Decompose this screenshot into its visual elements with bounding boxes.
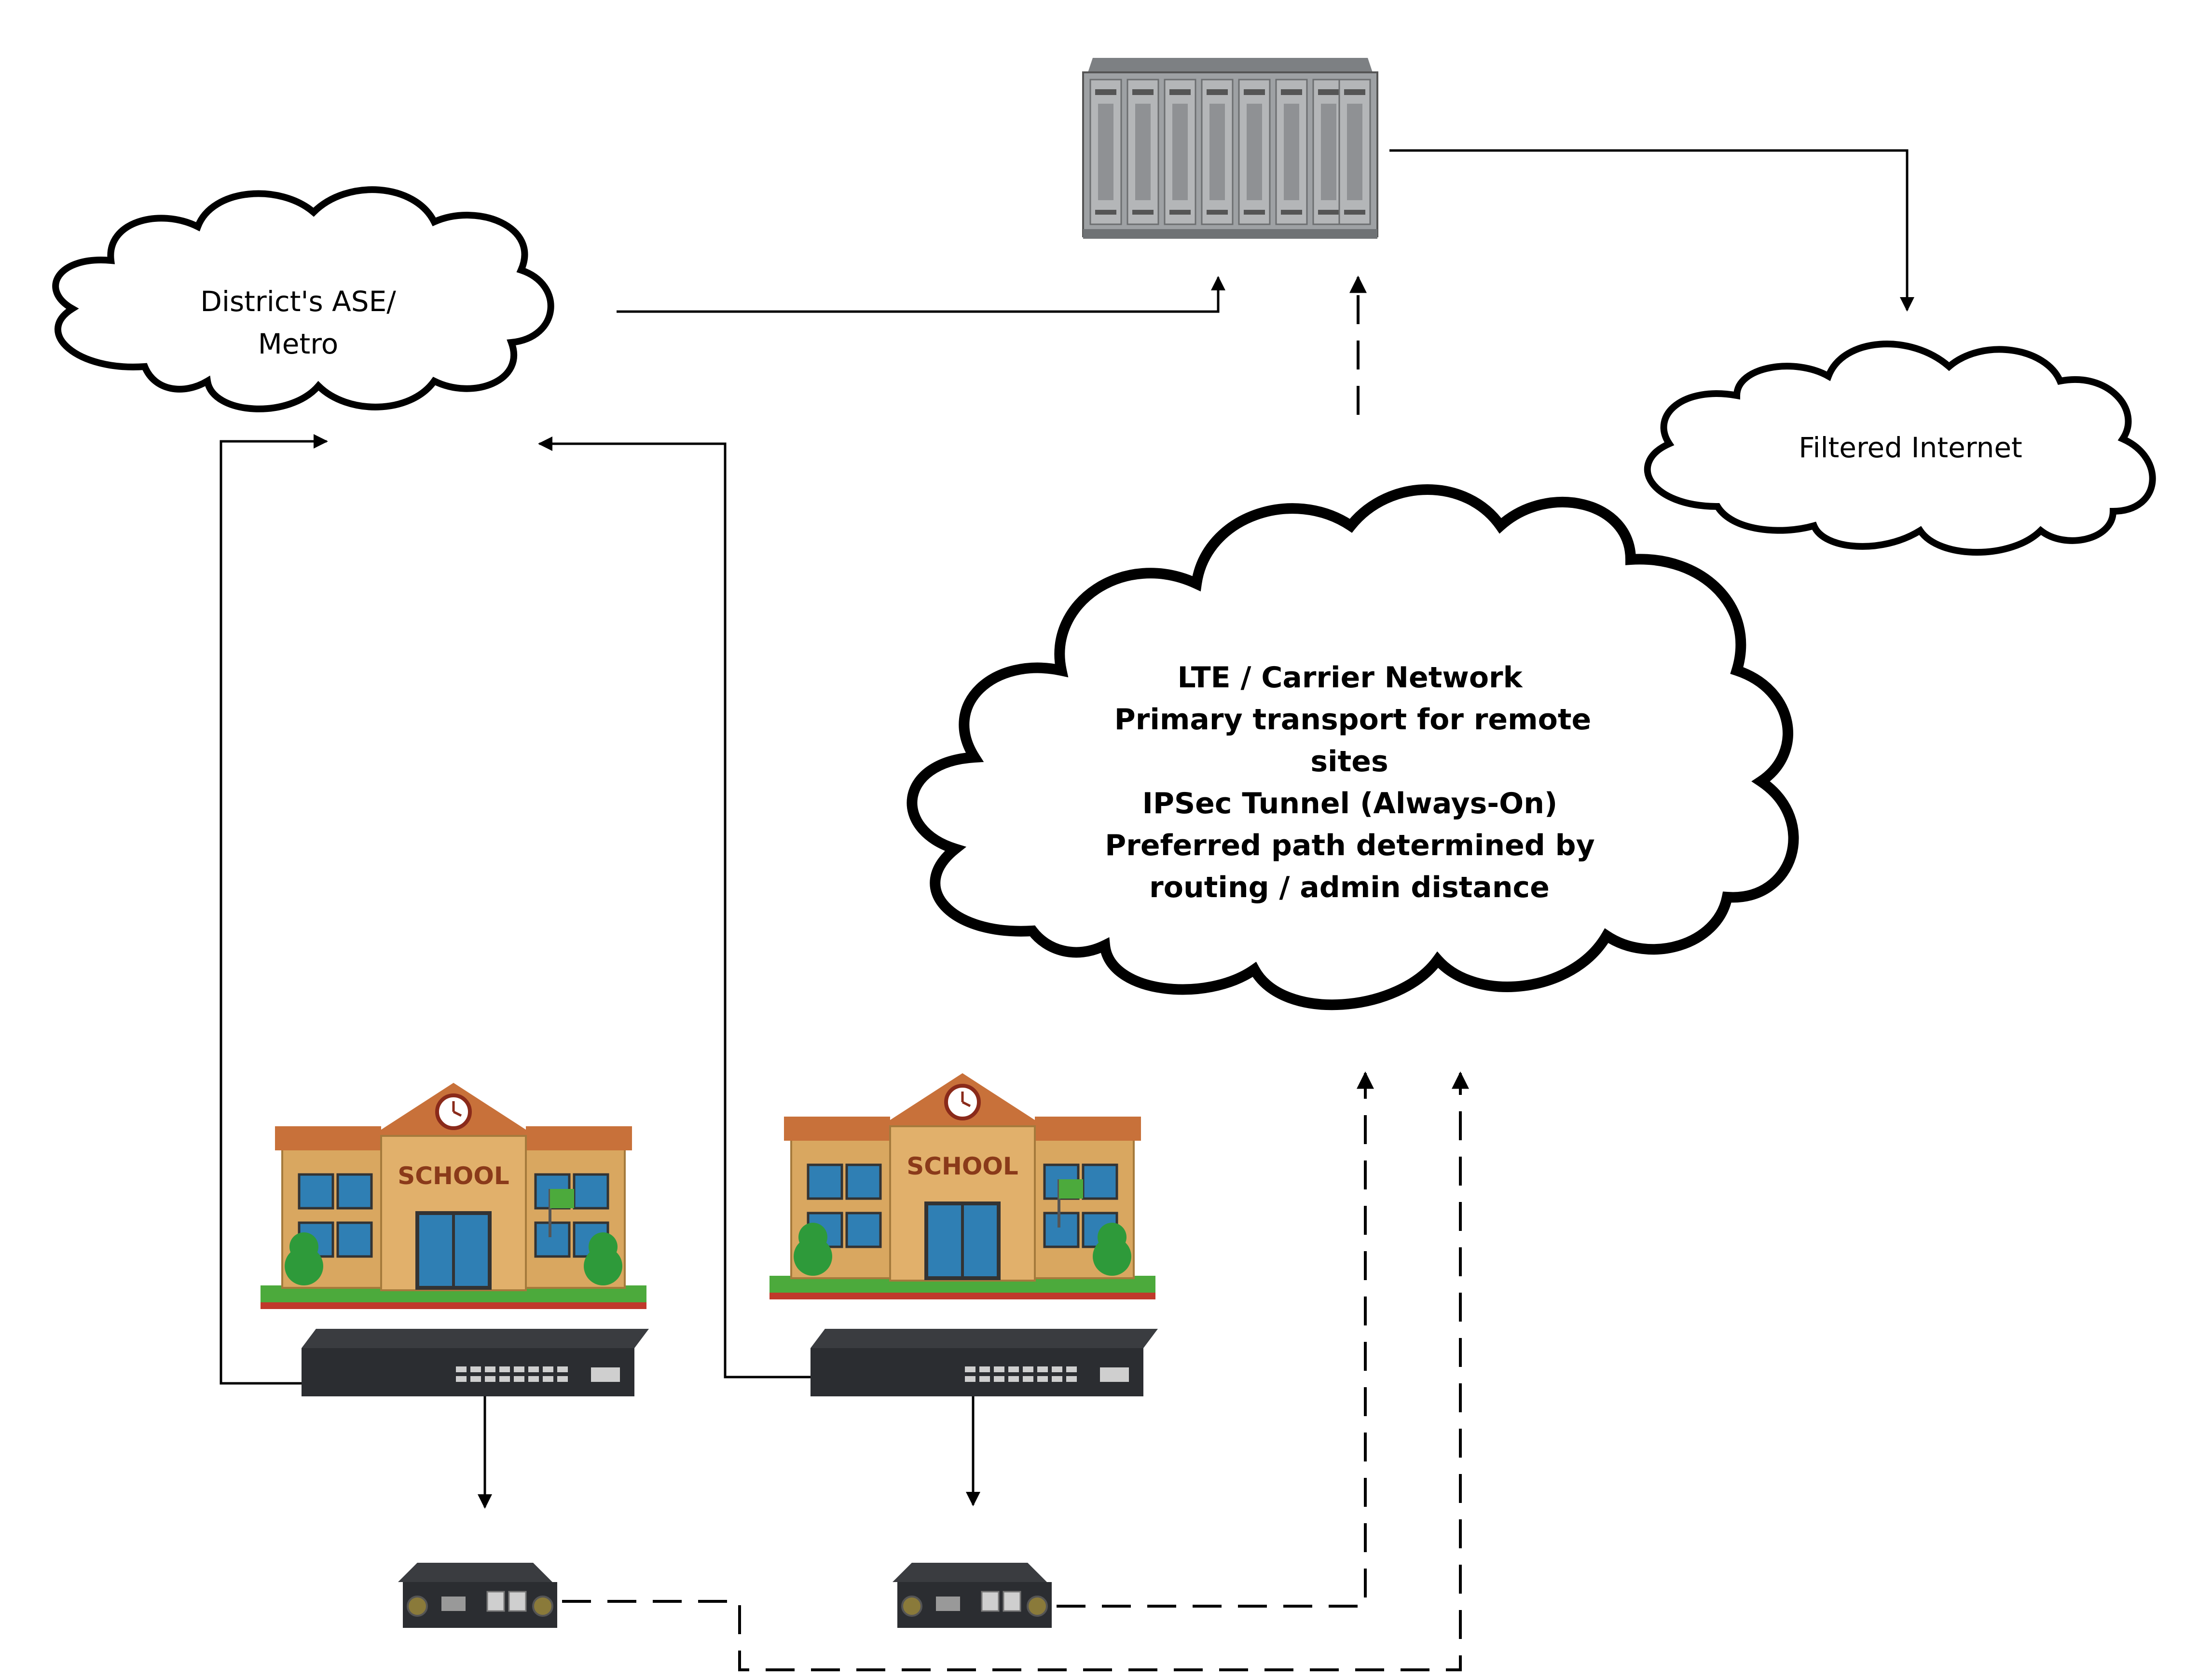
link-router1-to-lte — [562, 1071, 1469, 1671]
lte-router-2 — [892, 1562, 1053, 1629]
district-cloud-line-2: Metro — [258, 328, 339, 360]
access-switch-2 — [811, 1329, 1158, 1396]
lte-router-1 — [397, 1562, 558, 1629]
lte-cloud-line-3: sites — [1310, 745, 1388, 778]
link-core-to-filtered-internet — [1389, 149, 1914, 312]
lte-cloud-line-1: LTE / Carrier Network — [1177, 661, 1523, 695]
lte-cloud-line-5: Preferred path determined by — [1105, 829, 1595, 862]
filtered-internet-cloud: Filtered Internet — [1644, 341, 2156, 556]
lte-carrier-cloud: LTE / Carrier Network Primary transport … — [907, 484, 1799, 1010]
school-building-1: SCHOOL — [261, 1083, 646, 1309]
link-switch2-to-district — [538, 437, 811, 1379]
district-cloud-line-1: District's ASE/ — [200, 285, 396, 318]
access-switch-1 — [302, 1329, 649, 1396]
lte-cloud-line-4: IPSec Tunnel (Always-On) — [1142, 787, 1558, 820]
connection-lines — [220, 149, 1914, 1671]
lte-cloud-line-2: Primary transport for remote — [1114, 703, 1591, 737]
link-district-to-core — [617, 276, 1225, 313]
lte-cloud-line-6: routing / admin distance — [1149, 871, 1550, 904]
school-2-sign: SCHOOL — [907, 1152, 1018, 1180]
school-building-2: SCHOOL — [769, 1073, 1155, 1299]
link-switch1-to-district — [220, 434, 328, 1385]
link-router2-to-lte — [1057, 1071, 1374, 1608]
school-1-sign: SCHOOL — [398, 1162, 509, 1190]
core-chassis-switch — [1082, 58, 1378, 239]
district-cloud: District's ASE/ Metro — [52, 186, 554, 412]
filtered-internet-cloud-line-1: Filtered Internet — [1799, 431, 2022, 464]
